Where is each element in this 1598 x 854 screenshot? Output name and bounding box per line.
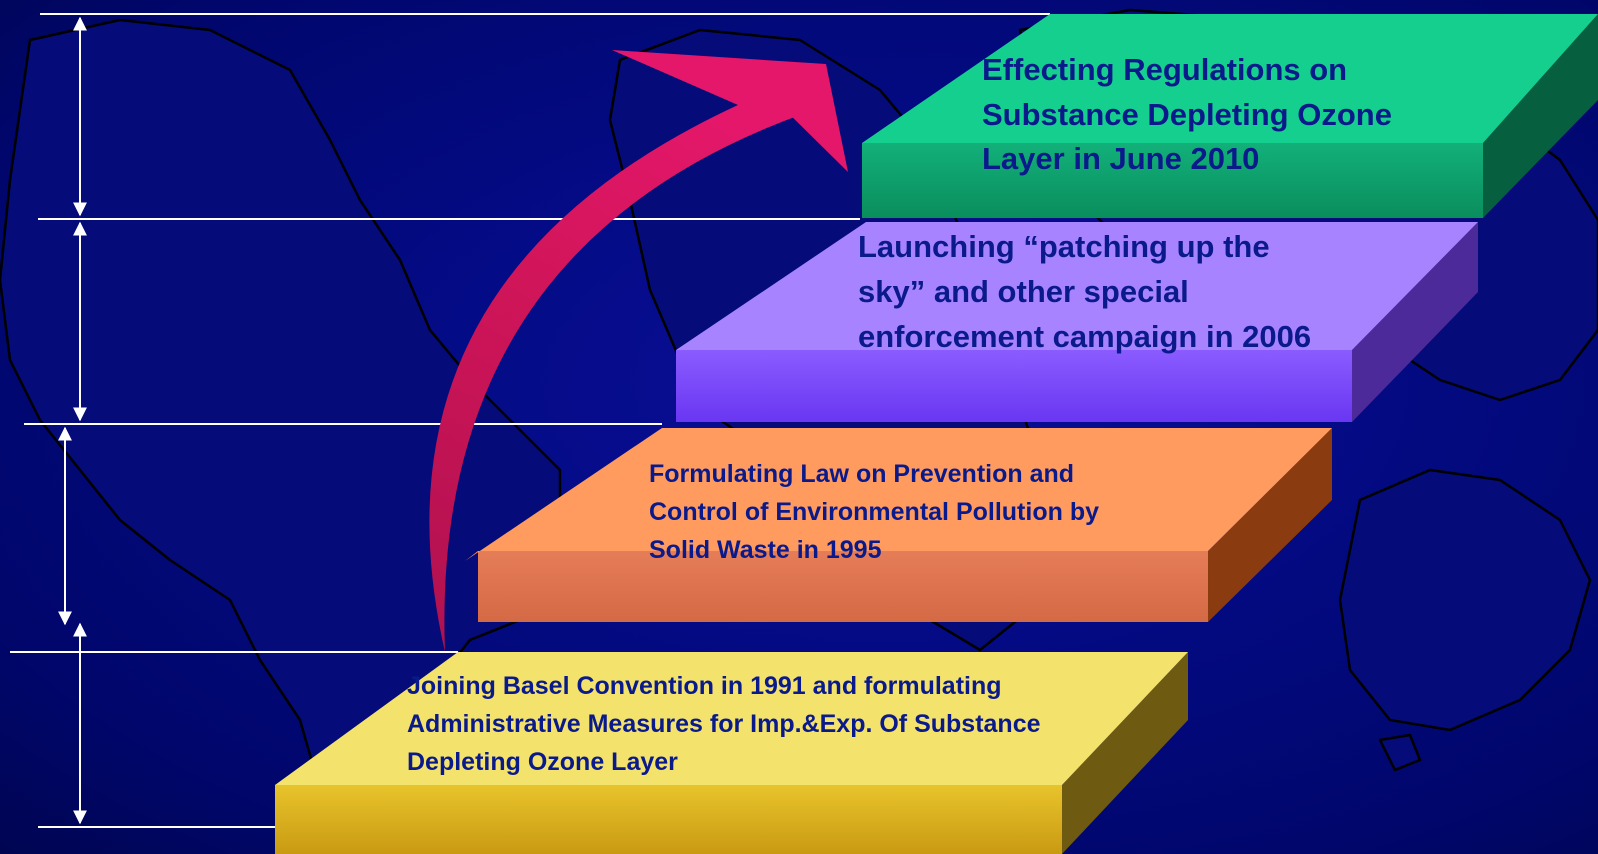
step-patching-sky-line-2: sky” and other special bbox=[858, 274, 1189, 309]
step-ozone-regulations-front bbox=[862, 143, 1483, 218]
step-ozone-regulations-line-3: Layer in June 2010 bbox=[982, 141, 1260, 176]
step-ozone-regulations-top bbox=[862, 14, 1598, 143]
step-patching-sky bbox=[676, 222, 1478, 422]
arrow-body-icon bbox=[429, 50, 848, 652]
step-basel-line-2: Administrative Measures for Imp.&Exp. Of… bbox=[407, 710, 1041, 738]
step-patching-sky-top bbox=[676, 222, 1478, 350]
step-ozone-regulations-text: Effecting Regulations on Substance Deple… bbox=[982, 48, 1392, 182]
step-patching-sky-text: Launching “patching up the sky” and othe… bbox=[858, 224, 1311, 359]
step-solid-waste-line-1: Formulating Law on Prevention and bbox=[649, 460, 1075, 488]
step-solid-waste bbox=[465, 428, 1332, 622]
step-basel bbox=[275, 652, 1188, 854]
step-basel-top bbox=[275, 652, 1188, 785]
step-solid-waste-line-2: Control of Environmental Pollution by bbox=[649, 498, 1099, 526]
continent-australia bbox=[1338, 468, 1592, 732]
step-basel-line-1: Joining Basel Convention in 1991 and for… bbox=[407, 672, 1002, 700]
step-solid-waste-side bbox=[1208, 428, 1332, 622]
step-ozone-regulations bbox=[862, 14, 1598, 218]
step-basel-line-3: Depleting Ozone Layer bbox=[407, 748, 678, 776]
step-patching-sky-line-1: Launching “patching up the bbox=[858, 229, 1270, 264]
step-basel-text: Joining Basel Convention in 1991 and for… bbox=[407, 667, 1041, 781]
step-solid-waste-top bbox=[465, 428, 1332, 561]
step-solid-waste-text: Formulating Law on Prevention and Contro… bbox=[649, 455, 1099, 569]
step-basel-front bbox=[275, 785, 1062, 854]
step-patching-sky-line-3: enforcement campaign in 2006 bbox=[858, 319, 1312, 354]
step-patching-sky-side bbox=[1352, 222, 1478, 422]
step-ozone-regulations-line-1: Effecting Regulations on bbox=[982, 52, 1348, 87]
step-solid-waste-line-3: Solid Waste in 1995 bbox=[649, 536, 882, 564]
step-basel-side bbox=[1062, 652, 1188, 854]
island-small bbox=[1378, 733, 1422, 772]
step-ozone-regulations-side bbox=[1483, 14, 1598, 218]
step-solid-waste-front bbox=[478, 551, 1208, 622]
step-ozone-regulations-line-2: Substance Depleting Ozone bbox=[982, 96, 1392, 132]
step-patching-sky-front bbox=[676, 350, 1352, 422]
